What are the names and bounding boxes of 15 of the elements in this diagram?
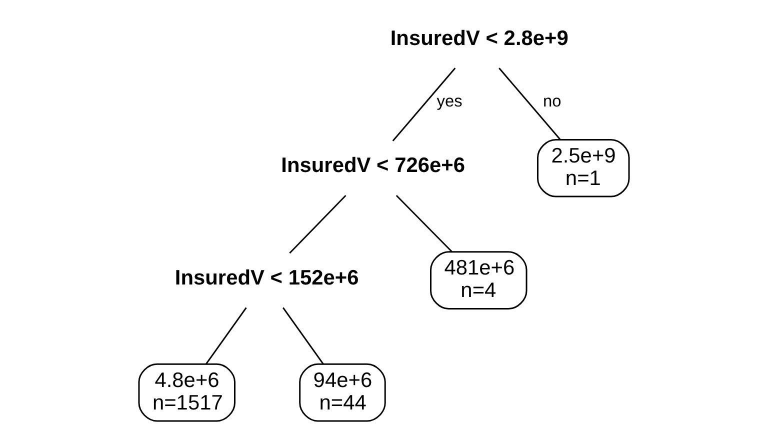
connector xyxy=(282,307,324,364)
node-box: 4.8e+6 n=1517 xyxy=(138,363,235,422)
node-box: 2.5e+9 n=1 xyxy=(536,138,630,198)
node-text: InsuredV < 726e+6 xyxy=(280,154,465,178)
edge-label: yes xyxy=(436,92,462,110)
connector xyxy=(498,68,560,140)
node-text: InsuredV < 2.8e+9 xyxy=(390,26,568,50)
node-box: 94e+6 n=44 xyxy=(298,363,386,422)
edge-label: no xyxy=(542,92,561,110)
connector xyxy=(288,194,346,254)
connector xyxy=(392,68,456,142)
connector xyxy=(205,307,246,364)
connector xyxy=(395,194,452,252)
node-box: 481e+6 n=4 xyxy=(430,251,527,310)
node-text: InsuredV < 152e+6 xyxy=(174,266,358,290)
